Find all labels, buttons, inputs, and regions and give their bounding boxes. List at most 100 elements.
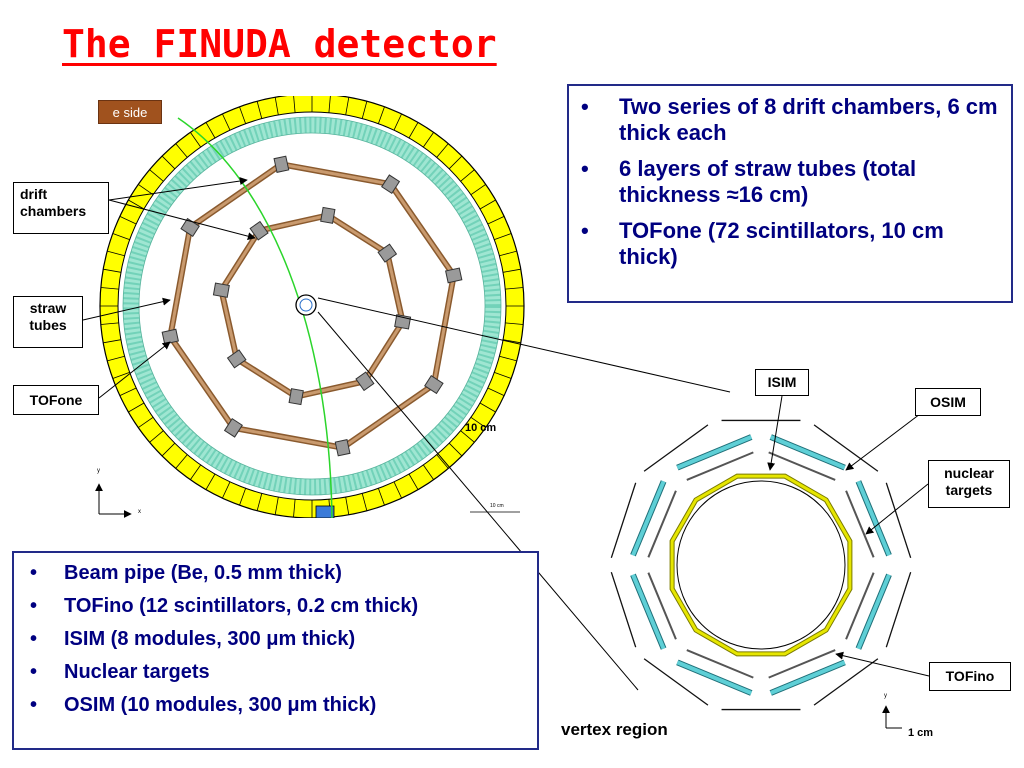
isim-module: [686, 649, 754, 679]
tofone-segment: [487, 216, 505, 225]
tofone-segment: [256, 493, 263, 511]
tofone-segment: [345, 97, 350, 116]
tofone-segment: [239, 106, 247, 124]
drift-chamber-fill: [233, 426, 343, 450]
vertex-region-diagram: y: [610, 419, 912, 729]
tofone-segment: [112, 371, 130, 379]
osim-label: OSIM: [915, 388, 981, 416]
chamber-endcap: [320, 206, 336, 224]
tofone-segment: [479, 402, 496, 413]
tofone-segment: [436, 454, 449, 469]
tofone-segment: [138, 416, 154, 428]
tofone-segment: [107, 250, 125, 257]
drift-callout-outer: [108, 177, 248, 201]
tofone-segment: [274, 97, 279, 116]
tofone-segment: [175, 454, 188, 469]
bullet-tofino: TOFino (12 scintillators, 0.2 cm thick): [14, 594, 529, 618]
tofone-segment: [205, 473, 216, 490]
tofone-segment: [494, 233, 512, 241]
chamber-endcap: [212, 282, 230, 298]
zoom-line-top: [317, 297, 731, 393]
tofone-segment: [138, 184, 154, 196]
tofone-segment: [107, 355, 125, 362]
tofone-segment: [393, 113, 402, 131]
detector-y-axis-label: y: [97, 468, 100, 474]
tofone-segment: [175, 143, 188, 158]
osim-callout: [845, 413, 921, 471]
chamber-endcap: [226, 349, 247, 369]
tofone-segment: [408, 473, 419, 490]
isim-label: ISIM: [755, 369, 809, 396]
tofone-segment: [393, 481, 402, 499]
tofone-segment: [436, 143, 449, 158]
callout-lines: [82, 177, 930, 691]
vertex-center: [295, 294, 317, 316]
isim-module: [845, 572, 875, 640]
tofino-callout: [835, 651, 930, 677]
isim-callout: [767, 395, 783, 471]
tofone-segment: [100, 322, 119, 325]
chamber-endcap: [355, 371, 375, 392]
chamber-endcap: [273, 155, 290, 173]
drift-chamber-fill: [363, 321, 404, 383]
isim-module: [845, 490, 875, 558]
tofone-segment: [470, 184, 486, 196]
tofone-callout: [98, 341, 171, 399]
tofone-segment: [293, 96, 296, 113]
tofone-segment: [161, 442, 176, 457]
drift-chamber-fill: [168, 227, 192, 337]
vertex-y-axis-label: y: [884, 693, 887, 699]
tofone-segment: [149, 430, 164, 443]
osim-module: [813, 658, 879, 706]
chamber-endcap: [288, 388, 304, 406]
nuclear-target-fill: [856, 480, 891, 557]
tofone-segment: [119, 216, 137, 225]
tofone-segment: [422, 132, 434, 148]
drift-chamber-fill: [389, 183, 455, 277]
nuclear-targets-label: nuclear targets: [928, 460, 1010, 508]
isim-module: [647, 572, 677, 640]
detector-scale-label: 10 cm: [465, 422, 497, 434]
drift-chamber-fill: [281, 162, 391, 186]
drift-chamber-fill: [235, 357, 297, 398]
bullet-tofone: TOFone (72 scintillators, 10 cm thick): [569, 218, 1003, 270]
osim-module: [643, 424, 709, 472]
tofone-segment: [487, 387, 505, 396]
osim-module: [885, 571, 912, 648]
tofone-segment: [460, 430, 475, 443]
straw-tubes-label: straw tubes: [13, 296, 83, 348]
chamber-endcap: [334, 439, 351, 457]
detector-x-axis-label: x: [138, 509, 141, 515]
nuclear-targets-callout: [865, 483, 929, 535]
nuclear-target-fill: [631, 480, 666, 557]
vertex-center-inner: [299, 298, 313, 312]
bullet-isim: ISIM (8 modules, 300 μm thick): [14, 627, 529, 651]
tofone-segment: [119, 387, 137, 396]
straw-callout: [82, 297, 171, 321]
chamber-endcap: [223, 418, 243, 438]
tofino-label: TOFino: [929, 662, 1011, 691]
chamber-endcap: [445, 267, 463, 284]
osim-module: [643, 658, 709, 706]
drift-chamber-fill: [219, 289, 239, 360]
nuclear-target-fill: [676, 435, 753, 470]
straw-outer-edge: [122, 116, 502, 496]
bullet-drift-chambers: Two series of 8 drift chambers, 6 cm thi…: [569, 94, 1003, 146]
isim-module: [647, 490, 677, 558]
tofone-segment: [377, 106, 385, 124]
vertex-region-caption: vertex region: [561, 720, 668, 739]
nuclear-target-fill: [769, 660, 846, 695]
tofone-segment: [377, 488, 385, 506]
detector-cross-section: 10 cm y x: [95, 96, 525, 518]
tofone-segment: [345, 496, 350, 515]
tofone-segment: [205, 122, 216, 139]
tofone-segment: [239, 488, 247, 506]
tofone-label: TOFone: [13, 385, 99, 415]
isim-module: [768, 451, 836, 481]
chamber-endcap: [424, 375, 444, 395]
tofone-segment: [128, 402, 145, 413]
tofone-segment: [505, 322, 524, 325]
tofone-segment: [502, 268, 521, 273]
bullet-nuclear-targets: Nuclear targets: [14, 660, 529, 684]
